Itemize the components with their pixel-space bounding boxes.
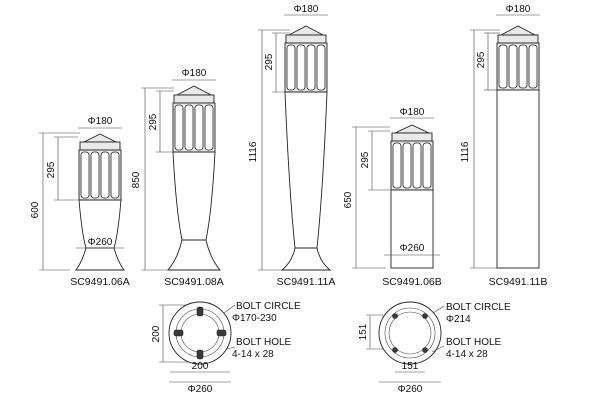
height-1116: 1116 — [248, 141, 259, 162]
bolt-hole-value: 4-14 x 28 — [232, 349, 274, 360]
height-295: 295 — [476, 51, 487, 68]
base-diameter-260: Φ260 — [398, 384, 423, 395]
base-plan-a: 200 200 Φ260 BOLT CIRCLE Φ170-230 BOLT H… — [151, 301, 301, 395]
lamp-sc9491-11a: 1116 295 Φ180 SC9491.11A — [248, 4, 335, 288]
model-code: SC9491.11A — [277, 276, 336, 288]
height-295: 295 — [148, 113, 159, 130]
diameter-180: Φ180 — [506, 4, 531, 15]
diameter-180: Φ180 — [182, 68, 207, 79]
bolt-circle-label: BOLT CIRCLE — [236, 301, 301, 312]
diameter-180: Φ180 — [294, 4, 319, 15]
model-code: SC9491.06A — [70, 276, 130, 288]
base-diameter-260: Φ260 — [88, 237, 113, 248]
height-650: 650 — [343, 191, 354, 208]
bolt-hole-value: 4-14 x 28 — [446, 349, 488, 360]
bolt-hole-label: BOLT HOLE — [236, 337, 292, 348]
base-plan-b: 151 151 Φ260 BOLT CIRCLE Φ214 BOLT HOLE … — [358, 301, 511, 395]
height-850: 850 — [131, 171, 142, 188]
diameter-180: Φ180 — [88, 116, 113, 127]
base-width-151: 151 — [358, 323, 369, 340]
bolt-circle-value: Φ170-230 — [232, 313, 277, 324]
diameter-180: Φ180 — [400, 107, 425, 118]
model-code: SC9491.11B — [489, 276, 548, 288]
height-600: 600 — [30, 201, 41, 218]
model-code: SC9491.08A — [164, 276, 224, 288]
bolt-circle-value: Φ214 — [446, 314, 471, 325]
base-width-200: 200 — [192, 361, 209, 372]
height-295: 295 — [46, 161, 57, 178]
base-width-200: 200 — [151, 325, 162, 342]
height-295: 295 — [360, 151, 371, 168]
model-code: SC9491.06B — [382, 276, 442, 288]
base-width-151: 151 — [402, 361, 419, 372]
height-1116: 1116 — [460, 141, 471, 162]
base-diameter-260: Φ260 — [400, 243, 425, 254]
lamp-sc9491-08a: 850 295 Φ180 SC9491.08A — [131, 68, 224, 288]
lamp-sc9491-11b: 1116 295 Φ180 SC9491.11B — [460, 4, 547, 288]
lamp-sc9491-06a: 600 295 Φ180 Φ260 SC9491.06A — [30, 116, 130, 288]
height-295: 295 — [264, 53, 275, 70]
base-diameter-260: Φ260 — [188, 384, 213, 395]
lamp-sc9491-06b: 650 295 Φ180 Φ260 SC9491.06B — [343, 107, 442, 288]
bolt-hole-label: BOLT HOLE — [446, 337, 502, 348]
bolt-circle-label: BOLT CIRCLE — [446, 302, 511, 313]
